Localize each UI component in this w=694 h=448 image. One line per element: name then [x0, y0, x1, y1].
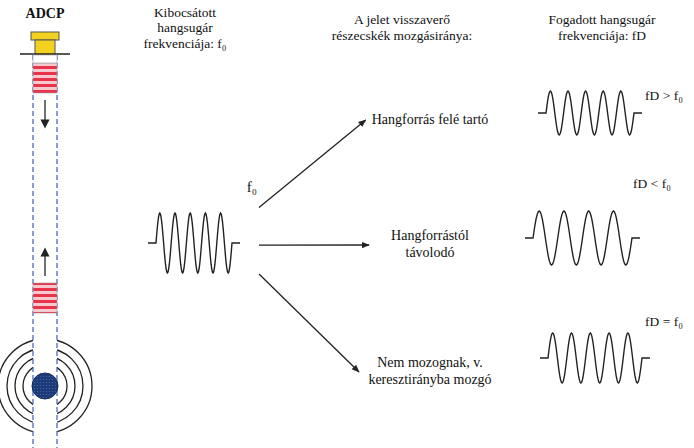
instrument-label: ADCP: [26, 6, 65, 22]
water-surface: [20, 53, 70, 54]
motion-label: Hangforrás felé tartó: [372, 112, 489, 129]
sound-wave: [148, 213, 240, 273]
motion-text: Hangforrástól távolodó: [375, 228, 485, 262]
direction-arrow: [44, 100, 45, 124]
frequency-label: fD < f₀: [633, 176, 671, 192]
motion-label: Nem mozognak, v. keresztirányba mozgó: [365, 355, 495, 389]
emitted-wave: f₀: [145, 178, 257, 278]
frequency-label: fD > f₀: [645, 88, 683, 104]
reflection-arrow: [259, 120, 366, 208]
frequency-label: f₀: [145, 178, 257, 196]
reflection-band: [33, 283, 57, 313]
transducer: [33, 63, 57, 93]
motion-text: Nem mozognak, v. keresztirányba mozgó: [365, 355, 495, 389]
reflection-arrow: [259, 244, 369, 245]
column-header: Fogadott hangsugár frekvenciája: fD: [546, 12, 658, 43]
sound-wave: [540, 333, 650, 383]
beam-tube: [33, 55, 57, 448]
column-header: Kibocsátott hangsugár frekvenciája: f₀: [129, 5, 241, 52]
frequency-label: fD = f₀: [645, 314, 683, 330]
device-body: [35, 40, 55, 55]
motion-label: Hangforrástól távolodó: [375, 228, 485, 262]
device-cap: [31, 32, 59, 40]
particle: [32, 373, 58, 399]
sound-wave: [538, 91, 642, 135]
column-header: A jelet visszaverő részecskék mozgásirán…: [327, 12, 477, 43]
motion-text: Hangforrás felé tartó: [372, 112, 489, 129]
direction-arrow: [44, 252, 45, 276]
device-neck: [33, 55, 57, 63]
reflection-arrow: [259, 274, 359, 372]
sound-wave: [525, 211, 640, 265]
